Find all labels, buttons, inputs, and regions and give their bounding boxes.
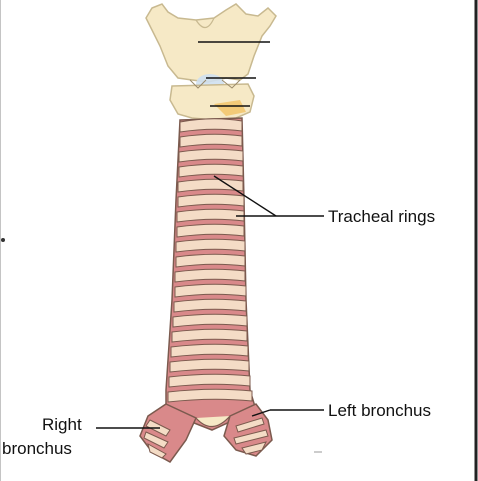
label-left-bronchus: Left bronchus [328,401,432,420]
label-right-bronchus-line2: bronchus [2,439,72,458]
leader-tracheal-rings-1 [213,175,277,217]
tracheal-ring-group [167,118,253,403]
label-tracheal-rings: Tracheal rings [328,207,436,226]
carina [195,415,231,428]
thyroid-cartilage [145,3,277,83]
cricoid-cartilage [169,83,255,121]
leader-left-bronchus-a [251,409,271,417]
label-right-bronchus-line1: Right [42,415,82,434]
